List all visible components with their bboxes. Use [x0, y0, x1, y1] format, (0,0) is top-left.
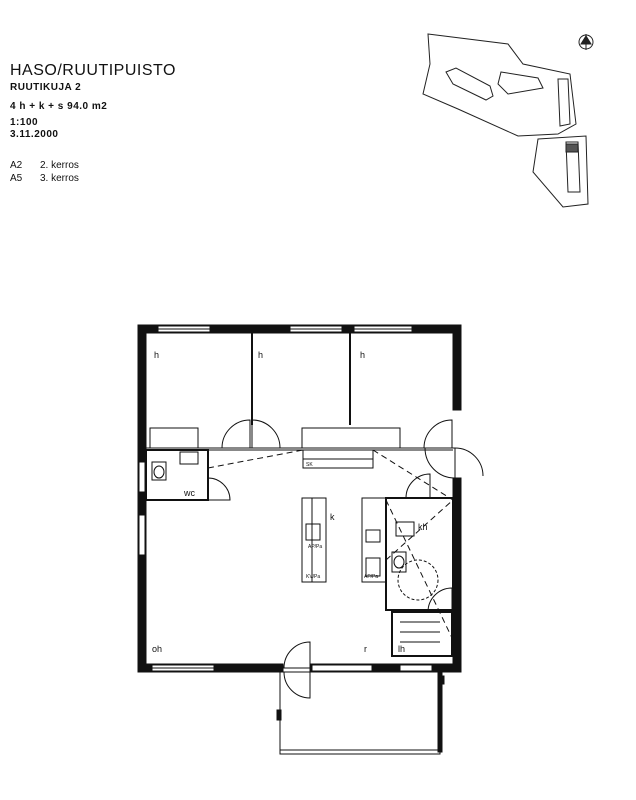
- washbasin: [395, 521, 415, 537]
- street-address: RUUTIKUJA 2: [10, 82, 82, 93]
- toilet: [151, 461, 167, 481]
- door-swing: [221, 419, 251, 449]
- floor-row: A2 2. kerros: [10, 159, 176, 172]
- building-outline: [565, 141, 581, 193]
- room-label-kitchen: k: [330, 512, 335, 522]
- room-label-wc: wc: [183, 488, 195, 498]
- site-plan: [422, 33, 594, 208]
- door-swing: [207, 477, 231, 501]
- room-label-living: oh: [152, 644, 162, 654]
- washbasin: [179, 451, 199, 465]
- door-swing: [427, 587, 453, 613]
- floor-list: A2 2. kerros A5 3. kerros: [10, 159, 176, 185]
- toilet: [391, 551, 407, 573]
- balcony: [279, 671, 441, 755]
- balcony-rail: [437, 671, 443, 753]
- apartment-type: 4 h + k + s 94.0 m2: [10, 101, 108, 112]
- floor-name: 2. kerros: [40, 160, 79, 171]
- date-label: 3.11.2000: [10, 129, 59, 140]
- balcony-door: [283, 641, 311, 669]
- room-label-bedroom: h: [258, 350, 263, 360]
- north-arrow-icon: [578, 34, 594, 50]
- wall-east-upper: [452, 324, 462, 411]
- room-label-bathroom: kh: [418, 522, 428, 532]
- fixture-label: AP/Pa: [364, 574, 378, 580]
- site-plot-north: [422, 33, 577, 137]
- plan-header: HASO/RUUTIPUISTO RUUTIKUJA 2 4 h + k + s…: [10, 62, 176, 185]
- room-label-bedroom: h: [360, 350, 365, 360]
- wall-east-lower: [452, 477, 462, 669]
- sauna: [391, 611, 453, 657]
- project-title: HASO/RUUTIPUISTO: [10, 62, 176, 79]
- fixture-label: KV/Pa: [306, 574, 320, 580]
- site-plot-south: [532, 135, 589, 208]
- fixture-label: SK: [306, 462, 313, 468]
- wc-room: [145, 449, 209, 501]
- floor-name: 3. kerros: [40, 173, 79, 184]
- window: [399, 664, 433, 672]
- room-label-sauna: lh: [398, 644, 405, 654]
- door-swing: [405, 473, 431, 499]
- building-outline: [497, 71, 544, 95]
- wardrobe: [301, 427, 401, 449]
- highlighted-unit: [565, 143, 579, 153]
- door-swing: [423, 419, 453, 449]
- window: [138, 461, 146, 493]
- fixture-label: AP/Pa: [308, 544, 322, 550]
- scale-label: 1:100: [10, 117, 39, 128]
- wardrobe: [149, 427, 199, 449]
- building-outline: [445, 67, 494, 101]
- room-label-hall: r: [364, 644, 367, 654]
- floor-row: A5 3. kerros: [10, 172, 176, 185]
- window: [138, 514, 146, 556]
- floor-code: A2: [10, 160, 23, 171]
- kitchen-island: [301, 497, 327, 583]
- door-swing: [251, 419, 281, 449]
- building-outline: [557, 78, 571, 127]
- shower: [397, 559, 439, 601]
- floor-code: A5: [10, 173, 23, 184]
- bathroom: [385, 497, 454, 611]
- entrance-door: [424, 447, 456, 479]
- room-label-bedroom: h: [154, 350, 159, 360]
- window: [311, 664, 373, 672]
- wall-west: [137, 324, 147, 673]
